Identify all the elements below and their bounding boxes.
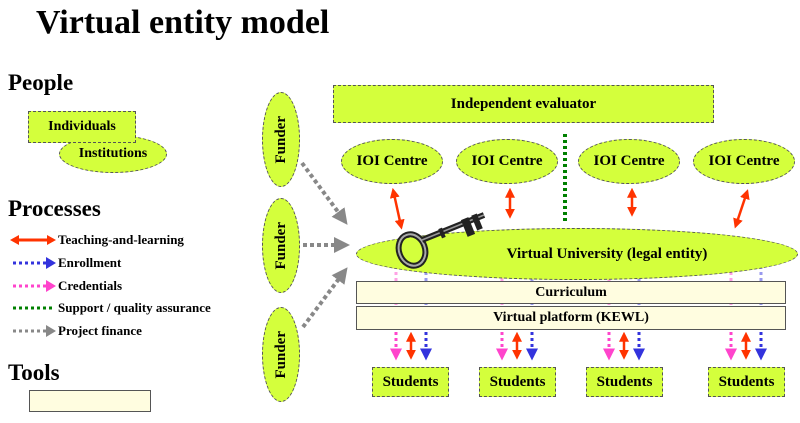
virtual-university-ellipse: Virtual University (legal entity) bbox=[356, 228, 798, 280]
legend-item-support: Support / quality assurance bbox=[10, 299, 211, 317]
funder-label: Funder bbox=[272, 330, 289, 379]
dotted-arrow-icon bbox=[13, 325, 56, 337]
students-box-4: Students bbox=[708, 367, 785, 397]
legend-item-finance: Project finance bbox=[10, 322, 142, 340]
finance-arrow-1 bbox=[300, 161, 348, 225]
finance-arrow-3 bbox=[301, 267, 348, 329]
university-label: Virtual University (legal entity) bbox=[506, 245, 708, 262]
funder-ellipse-3: Funder bbox=[262, 307, 300, 402]
funder-label: Funder bbox=[272, 221, 289, 270]
dotted-arrow-icon bbox=[13, 280, 56, 292]
legend-item-teaching: Teaching-and-learning bbox=[10, 231, 184, 249]
teaching-arrow-centre-4 bbox=[733, 189, 750, 229]
dotted-arrow-icon bbox=[13, 257, 56, 269]
students-label: Students bbox=[489, 373, 546, 390]
students-box-2: Students bbox=[479, 367, 556, 397]
institutions-label: Institutions bbox=[78, 146, 148, 161]
ioi-centre-4: IOI Centre bbox=[693, 139, 795, 184]
ioi-centre-2: IOI Centre bbox=[456, 139, 558, 184]
legend-item-enrollment: Enrollment bbox=[10, 254, 121, 272]
individuals-label: Individuals bbox=[48, 119, 116, 134]
funder-ellipse-2: Funder bbox=[262, 198, 300, 293]
ioi-centre-3: IOI Centre bbox=[578, 139, 680, 184]
students-box-3: Students bbox=[586, 367, 663, 397]
curriculum-label: Curriculum bbox=[535, 284, 607, 300]
legend-label: Support / quality assurance bbox=[58, 300, 211, 315]
centre-label: IOI Centre bbox=[471, 153, 543, 169]
centre-label: IOI Centre bbox=[593, 153, 665, 169]
key-icon bbox=[395, 212, 486, 269]
students-label: Students bbox=[718, 373, 775, 390]
people-heading: People bbox=[8, 70, 74, 95]
evaluator-label: Independent evaluator bbox=[450, 95, 597, 112]
double-arrow-icon bbox=[10, 235, 56, 245]
virtual-platform-bar: Virtual platform (KEWL) bbox=[356, 306, 786, 330]
legend-label: Project finance bbox=[58, 323, 142, 338]
processes-heading: Processes bbox=[8, 196, 101, 221]
centre-label: IOI Centre bbox=[708, 153, 780, 169]
funder-ellipse-1: Funder bbox=[262, 92, 300, 187]
page-title: Virtual entity model bbox=[36, 4, 330, 41]
legend-label: Credentials bbox=[58, 278, 123, 293]
students-label: Students bbox=[596, 373, 653, 390]
students-label: Students bbox=[382, 373, 439, 390]
individuals-box: Individuals bbox=[28, 111, 136, 143]
tools-heading: Tools bbox=[8, 360, 60, 385]
curriculum-bar: Curriculum bbox=[356, 281, 786, 304]
tool-swatch bbox=[29, 390, 151, 412]
centre-label: IOI Centre bbox=[356, 153, 428, 169]
ioi-centre-1: IOI Centre bbox=[341, 139, 443, 184]
independent-evaluator-box: Independent evaluator bbox=[333, 85, 714, 123]
students-box-1: Students bbox=[372, 367, 449, 397]
platform-label: Virtual platform (KEWL) bbox=[493, 310, 649, 325]
legend-label: Enrollment bbox=[58, 255, 122, 270]
legend-label: Teaching-and-learning bbox=[58, 232, 184, 247]
dotted-line-icon bbox=[13, 306, 54, 310]
funder-label: Funder bbox=[272, 115, 289, 164]
legend-item-credentials: Credentials bbox=[10, 277, 122, 295]
